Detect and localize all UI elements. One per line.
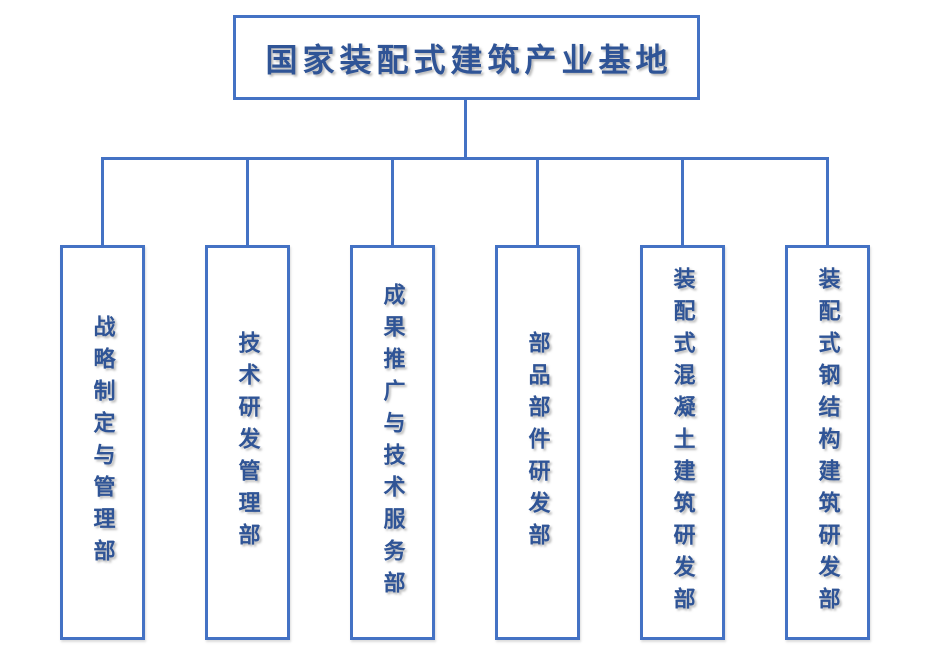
dept-node-steel-structure-rd: 装配式钢结构建筑研发部 xyxy=(785,245,870,640)
dept-node-label: 装配式钢结构建筑研发部 xyxy=(815,266,841,619)
dept-node-label: 部品部件研发部 xyxy=(525,330,551,555)
root-node-label: 国家装配式建筑产业基地 xyxy=(265,41,673,78)
root-node-box: 国家装配式建筑产业基地 xyxy=(233,15,700,100)
dept-node-parts-components-rd: 部品部件研发部 xyxy=(495,245,580,640)
connector-drop-4 xyxy=(536,157,539,245)
dept-node-label: 装配式混凝土建筑研发部 xyxy=(670,266,696,619)
connector-stem xyxy=(464,100,467,158)
connector-rail xyxy=(101,157,829,160)
connector-drop-2 xyxy=(246,157,249,245)
dept-node-tech-rd-management: 技术研发管理部 xyxy=(205,245,290,640)
dept-node-label: 技术研发管理部 xyxy=(235,330,261,555)
dept-node-strategy-management: 战略制定与管理部 xyxy=(60,245,145,640)
dept-node-promotion-tech-service: 成果推广与技术服务部 xyxy=(350,245,435,640)
dept-node-label: 成果推广与技术服务部 xyxy=(380,282,406,603)
connector-drop-3 xyxy=(391,157,394,245)
connector-drop-5 xyxy=(681,157,684,245)
connector-drop-1 xyxy=(101,157,104,245)
connector-drop-6 xyxy=(826,157,829,245)
dept-node-label: 战略制定与管理部 xyxy=(90,314,116,571)
dept-node-precast-concrete-rd: 装配式混凝土建筑研发部 xyxy=(640,245,725,640)
